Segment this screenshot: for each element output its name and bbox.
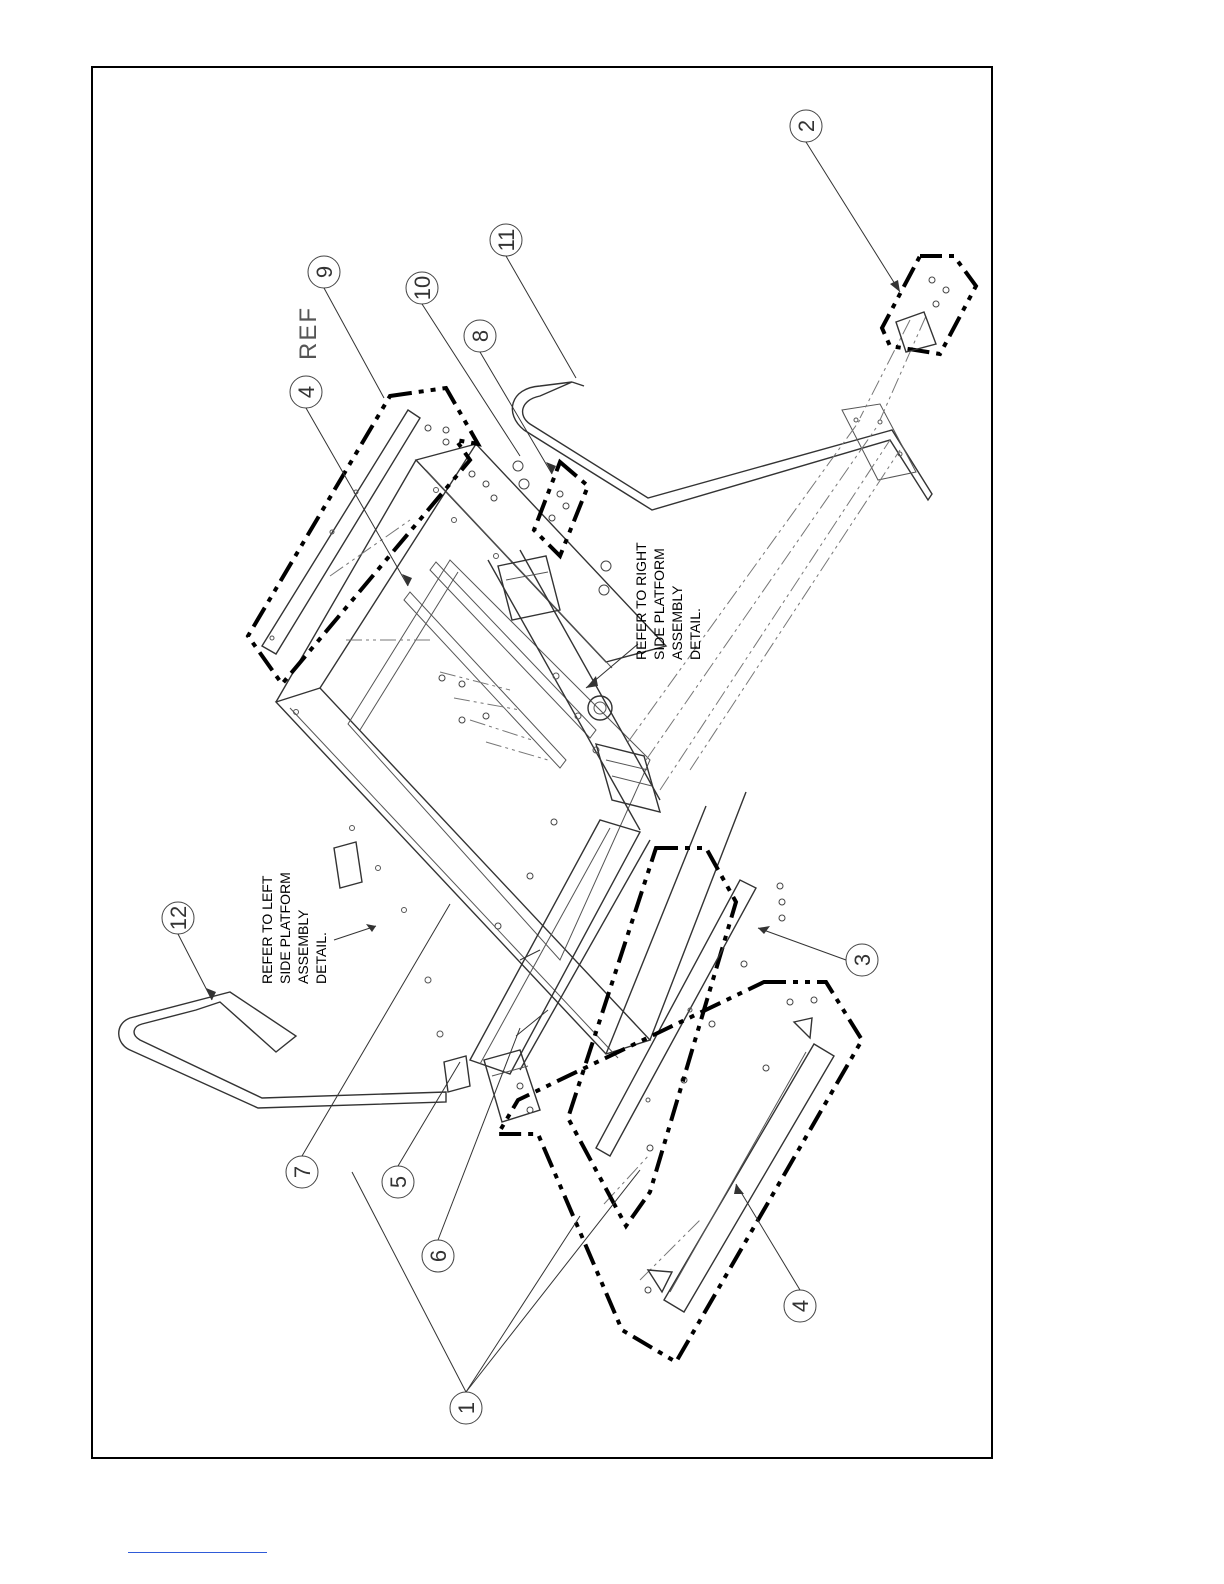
callout-6: 6 bbox=[422, 1240, 454, 1272]
callout-5: 5 bbox=[382, 1166, 414, 1198]
fasteners bbox=[439, 461, 817, 1293]
callout-4-ref-label: 4 bbox=[294, 386, 319, 398]
note-right-line-1: REFER TO RIGHT bbox=[633, 542, 649, 660]
note-right-side: REFER TO RIGHT SIDE PLATFORM ASSEMBLY DE… bbox=[633, 542, 703, 660]
note-right-line-2: SIDE PLATFORM bbox=[651, 548, 667, 660]
ref-label: REF bbox=[295, 306, 322, 360]
callout-5-label: 5 bbox=[386, 1176, 411, 1188]
note-left-line-3: ASSEMBLY bbox=[295, 909, 311, 984]
note-right-line-4: DETAIL. bbox=[687, 608, 703, 660]
note-left-side: REFER TO LEFT SIDE PLATFORM ASSEMBLY DET… bbox=[259, 872, 329, 984]
callout-2: 2 bbox=[790, 110, 822, 142]
callout-11: 11 bbox=[490, 224, 522, 256]
callout-12: 12 bbox=[162, 902, 194, 934]
note-left-line-2: SIDE PLATFORM bbox=[277, 872, 293, 984]
callout-6-label: 6 bbox=[426, 1250, 451, 1262]
detail-outline-2 bbox=[882, 256, 976, 354]
drawing-border bbox=[92, 67, 992, 1458]
leader-lines bbox=[178, 142, 900, 1392]
callout-10: 10 bbox=[406, 272, 438, 304]
platform-frame bbox=[276, 444, 746, 1122]
callout-8: 8 bbox=[464, 320, 496, 352]
callout-8-label: 8 bbox=[468, 330, 493, 342]
detail-outline-8 bbox=[534, 462, 588, 556]
callout-9: 9 bbox=[308, 256, 340, 288]
callout-11-label: 11 bbox=[494, 229, 519, 252]
callout-2-label: 2 bbox=[794, 120, 819, 132]
callout-7-label: 7 bbox=[290, 1166, 315, 1178]
callout-1: 1 bbox=[450, 1392, 482, 1424]
phantom-lines bbox=[330, 316, 926, 1280]
callout-3: 3 bbox=[846, 944, 878, 976]
detail-outline-9 bbox=[248, 388, 478, 684]
callout-10-label: 10 bbox=[410, 276, 435, 300]
handrail-12 bbox=[119, 992, 446, 1108]
note-right-line-3: ASSEMBLY bbox=[669, 585, 685, 660]
detail-outline-3 bbox=[568, 848, 756, 1226]
footer-link-underline[interactable] bbox=[128, 1552, 267, 1553]
callout-1-label: 1 bbox=[454, 1402, 479, 1414]
note-left-line-1: REFER TO LEFT bbox=[259, 875, 275, 984]
callout-12-label: 12 bbox=[166, 906, 191, 930]
note-left-line-4: DETAIL. bbox=[313, 932, 329, 984]
leader-arrowheads bbox=[206, 280, 900, 1194]
callout-9-label: 9 bbox=[312, 266, 337, 278]
callout-4-ref: 4 REF bbox=[290, 306, 322, 408]
callout-4-lower: 4 bbox=[784, 1290, 816, 1322]
callout-3-label: 3 bbox=[850, 954, 875, 966]
callout-4-lower-label: 4 bbox=[788, 1300, 813, 1312]
callout-7: 7 bbox=[286, 1156, 318, 1188]
